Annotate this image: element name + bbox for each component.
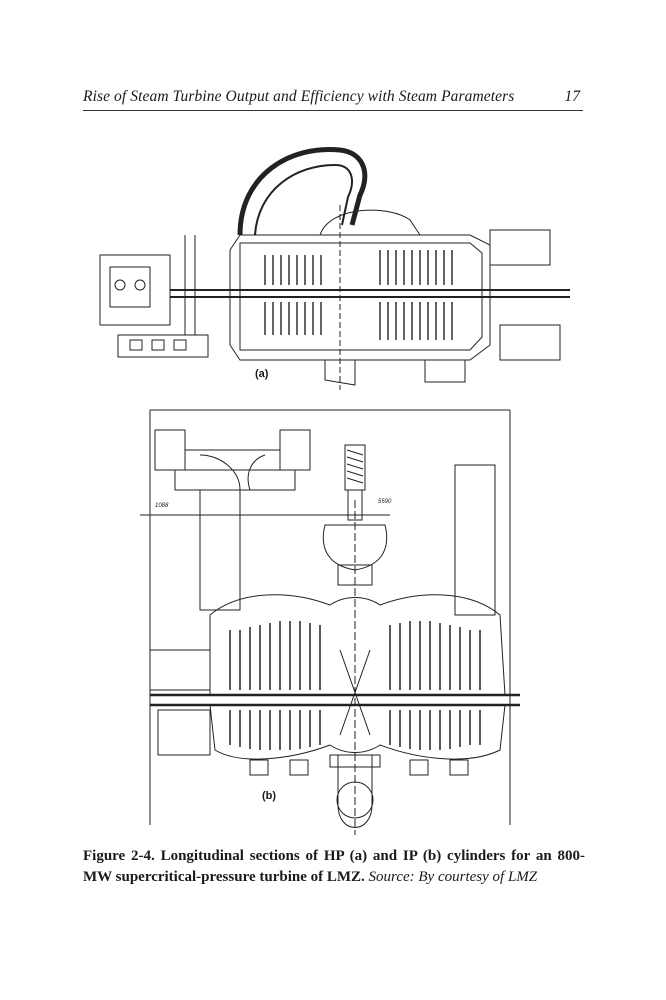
ip-cylinder-drawing xyxy=(140,409,520,835)
dimension-label-right: 5590 xyxy=(378,499,392,505)
caption-title: Figure 2-4. Longitudinal sections of HP … xyxy=(83,848,585,885)
caption-source: Source: By courtesy of LMZ xyxy=(368,869,538,885)
figure-caption: Figure 2-4. Longitudinal sections of HP … xyxy=(83,846,585,888)
panel-b-label: (b) xyxy=(262,790,277,802)
page-number: 17 xyxy=(564,88,581,105)
panel-a-label: (a) xyxy=(255,368,269,380)
running-title: Rise of Steam Turbine Output and Efficie… xyxy=(83,88,515,105)
figure-2-4: (a) xyxy=(90,135,580,835)
hp-cylinder-drawing xyxy=(99,146,570,390)
dimension-label-left: 1088 xyxy=(155,503,169,509)
page-header: Rise of Steam Turbine Output and Efficie… xyxy=(83,88,583,111)
